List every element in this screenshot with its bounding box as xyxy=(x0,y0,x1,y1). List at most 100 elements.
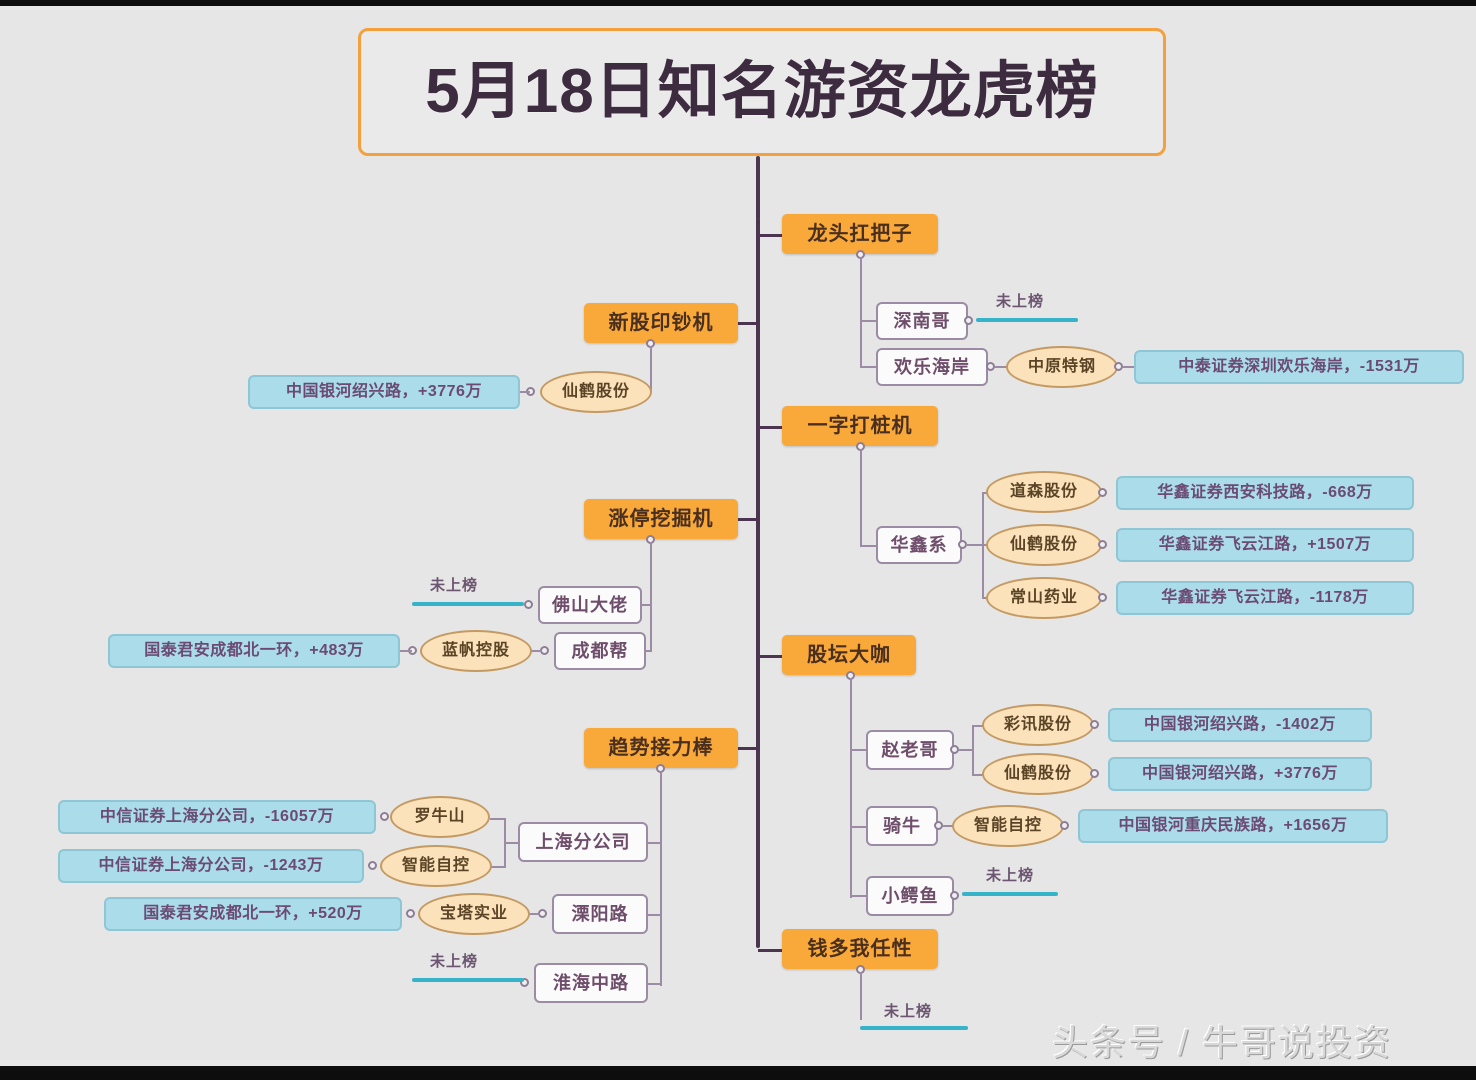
bottom-letterbox-strip xyxy=(0,1066,1476,1080)
branch-xingu-label[interactable]: 新股印钞机 xyxy=(584,303,738,343)
person-node-foshandalao[interactable]: 佛山大佬 xyxy=(538,586,642,624)
root-stem xyxy=(756,156,760,220)
connector-dot-changshan xyxy=(1098,593,1107,602)
connector-dot-xiaoeyu xyxy=(950,891,959,900)
branch-node-huaihaizhonglu[interactable]: 淮海中路 xyxy=(534,963,648,1003)
top-letterbox-strip xyxy=(0,0,1476,6)
branch-qianduo-label[interactable]: 钱多我任性 xyxy=(782,929,938,969)
detail-node-liyanglu[interactable]: 国泰君安成都北一环，+520万 xyxy=(104,897,402,931)
detail-node-changshan[interactable]: 华鑫证券飞云江路，-1178万 xyxy=(1116,581,1414,615)
spine-connector-xingu xyxy=(736,322,758,325)
connector-dot-baota xyxy=(406,909,415,918)
connector-dot-zhinengzikong-qiniu xyxy=(1060,821,1069,830)
branch-node-shanghai-fengongsi[interactable]: 上海分公司 xyxy=(518,822,648,862)
link-gutan-h3 xyxy=(850,895,868,897)
link-lanfan-detail xyxy=(400,650,412,652)
person-node-chengdubang[interactable]: 成都帮 xyxy=(554,632,646,670)
connector-dot-huaihaizhonglu xyxy=(520,978,529,987)
stock-node-zhongyuantegang[interactable]: 中原特钢 xyxy=(1006,346,1118,388)
branch-yizi-label[interactable]: 一字打桩机 xyxy=(782,406,938,446)
spine-connector-qushi xyxy=(736,747,758,750)
detail-node-zhinengzikong-shanghai[interactable]: 中信证券上海分公司，-1243万 xyxy=(58,849,364,883)
link-zhaolaoge-out xyxy=(958,749,972,751)
link-gutan-h1 xyxy=(850,749,868,751)
link-zhangting-v xyxy=(650,542,652,652)
detail-node-huanlehaian[interactable]: 中泰证券深圳欢乐海岸，-1531万 xyxy=(1134,350,1464,384)
branch-gutan-label[interactable]: 股坛大咖 xyxy=(782,635,916,675)
branch-longtou-label[interactable]: 龙头扛把子 xyxy=(782,214,938,254)
not-listed-label-qianduo: 未上榜 xyxy=(884,1003,933,1020)
stock-node-lanfan[interactable]: 蓝帆控股 xyxy=(420,630,532,672)
link-zhaolaoge-s1 xyxy=(972,725,986,727)
link-shanghai-s2 xyxy=(490,866,506,868)
not-listed-underline-huaihaizhonglu xyxy=(412,978,524,982)
detail-node-xianhe-xingu[interactable]: 中国银河绍兴路，+3776万 xyxy=(248,375,520,409)
detail-node-luoniushan[interactable]: 中信证券上海分公司，-16057万 xyxy=(58,800,376,834)
link-gutan-v xyxy=(850,678,852,898)
link-zhongyuantegang-detail xyxy=(1122,366,1136,368)
connector-dot-xianhe-zhaolaoge xyxy=(1090,769,1099,778)
stock-node-changshan[interactable]: 常山药业 xyxy=(986,577,1102,619)
stock-node-caixun[interactable]: 彩讯股份 xyxy=(982,704,1094,746)
stock-node-daosen[interactable]: 道森股份 xyxy=(986,471,1102,513)
not-listed-underline-qianduo xyxy=(860,1026,968,1030)
connector-dot-luoniushan xyxy=(380,812,389,821)
stock-node-zhinengzikong-qiniu[interactable]: 智能自控 xyxy=(952,805,1064,847)
not-listed-label-xiaoeyu: 未上榜 xyxy=(986,867,1035,884)
person-node-huanlehaian[interactable]: 欢乐海岸 xyxy=(876,348,988,386)
stock-node-xianhe-xingu[interactable]: 仙鹤股份 xyxy=(540,371,652,413)
spine-connector-zhangting xyxy=(736,518,758,521)
person-node-xiaoeyu[interactable]: 小鳄鱼 xyxy=(866,876,954,916)
link-gutan-h2 xyxy=(850,826,868,828)
detail-node-daosen[interactable]: 华鑫证券西安科技路，-668万 xyxy=(1116,476,1414,510)
stock-node-xianhe-zhaolaoge[interactable]: 仙鹤股份 xyxy=(982,753,1094,795)
main-spine xyxy=(756,218,760,948)
link-huanlehaian-stock xyxy=(994,366,1008,368)
link-qiniu-stock xyxy=(942,825,954,827)
connector-dot-caixun xyxy=(1090,720,1099,729)
root-title-node: 5月18日知名游资龙虎榜 xyxy=(358,28,1166,156)
connector-dot-zhinengzikong-shanghai xyxy=(368,861,377,870)
stock-node-xianhe-huaxin[interactable]: 仙鹤股份 xyxy=(986,524,1102,566)
connector-dot-shennange xyxy=(964,316,973,325)
detail-node-xianhe-zhaolaoge[interactable]: 中国银河绍兴路，+3776万 xyxy=(1108,757,1372,791)
link-xingu-v xyxy=(650,346,652,391)
link-longtou-h1 xyxy=(860,320,878,322)
branch-node-liyanglu[interactable]: 溧阳路 xyxy=(552,894,648,934)
link-shanghai-s1 xyxy=(490,818,506,820)
not-listed-label-shennange: 未上榜 xyxy=(996,293,1045,310)
stock-node-baota[interactable]: 宝塔实业 xyxy=(418,893,530,935)
link-zhangting-h1 xyxy=(634,604,652,606)
watermark-text: 头条号 / 牛哥说投资 xyxy=(1052,1022,1393,1063)
spine-connector-yizi xyxy=(758,426,784,429)
link-longtou-h2 xyxy=(860,366,878,368)
person-node-huaxinxi[interactable]: 华鑫系 xyxy=(876,526,962,564)
person-node-zhaolaoge[interactable]: 赵老哥 xyxy=(866,730,954,770)
not-listed-underline-shennange xyxy=(976,318,1078,322)
not-listed-label-foshandalao: 未上榜 xyxy=(430,577,479,594)
link-qushi-h3 xyxy=(646,983,662,985)
link-qushi-h1 xyxy=(646,842,662,844)
spine-connector-qianduo xyxy=(758,949,784,952)
person-node-shennange[interactable]: 深南哥 xyxy=(876,302,968,340)
link-qianduo-v xyxy=(860,972,862,1020)
not-listed-underline-foshandalao xyxy=(412,602,524,606)
detail-node-chengdubang[interactable]: 国泰君安成都北一环，+483万 xyxy=(108,634,400,668)
detail-node-xianhe-huaxin[interactable]: 华鑫证券飞云江路，+1507万 xyxy=(1116,528,1414,562)
spine-connector-longtou xyxy=(758,234,784,237)
person-node-qiniu[interactable]: 骑牛 xyxy=(866,806,938,846)
link-qushi-h2 xyxy=(646,914,662,916)
link-xianhe-detail xyxy=(518,391,530,393)
link-yizi-h xyxy=(860,545,878,547)
detail-node-caixun[interactable]: 中国银河绍兴路，-1402万 xyxy=(1108,708,1372,742)
link-zhaolaoge-bracket xyxy=(972,725,974,775)
not-listed-label-huaihaizhonglu: 未上榜 xyxy=(430,953,479,970)
link-zhaolaoge-s2 xyxy=(972,774,986,776)
branch-zhangting-label[interactable]: 涨停挖掘机 xyxy=(584,499,738,539)
connector-dot-daosen xyxy=(1098,488,1107,497)
stock-node-zhinengzikong-shanghai[interactable]: 智能自控 xyxy=(380,845,492,887)
link-chengdubang-stock xyxy=(530,650,542,652)
detail-node-qiniu[interactable]: 中国银河重庆民族路，+1656万 xyxy=(1078,809,1388,843)
stock-node-luoniushan[interactable]: 罗牛山 xyxy=(390,796,490,838)
branch-qushi-label[interactable]: 趋势接力棒 xyxy=(584,728,738,768)
